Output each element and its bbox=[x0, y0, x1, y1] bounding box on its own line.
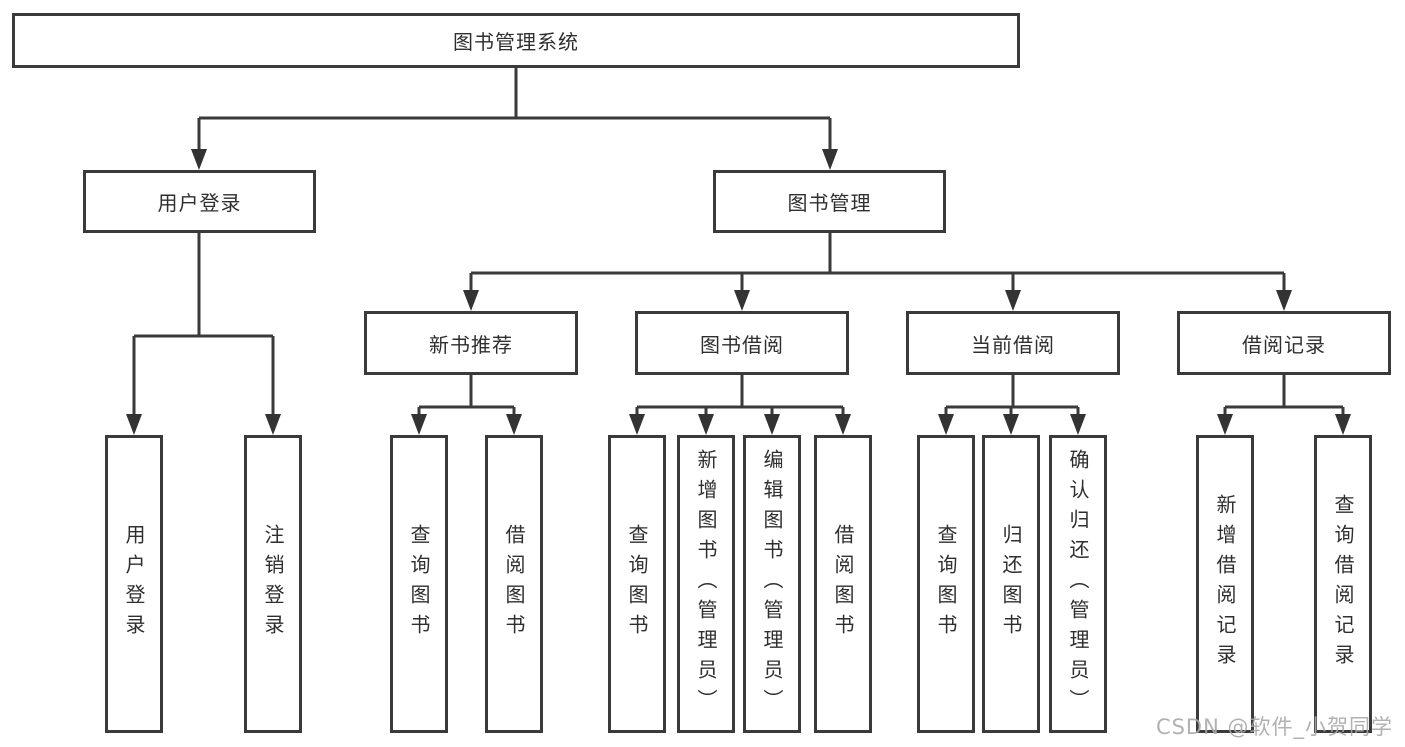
arrowheads bbox=[126, 149, 1351, 435]
leaf-user-login: 用户登录 bbox=[105, 435, 163, 733]
node-new-book-recommend: 新书推荐 bbox=[364, 311, 578, 375]
node-user-login-branch: 用户登录 bbox=[83, 170, 316, 233]
leaf-logout: 注销登录 bbox=[244, 435, 302, 733]
leaf-borrow-borrow-books: 借阅图书 bbox=[814, 435, 872, 733]
leaf-borrow-query-books: 查询图书 bbox=[608, 435, 666, 733]
leaf-records-query-record: 查询借阅记录 bbox=[1314, 435, 1372, 733]
leaf-records-add-record: 新增借阅记录 bbox=[1196, 435, 1254, 733]
leaf-current-confirm-return-admin: 确认归还（管理员） bbox=[1049, 435, 1107, 733]
leaf-newbooks-query-books: 查询图书 bbox=[390, 435, 448, 733]
leaf-borrow-edit-books-admin: 编辑图书（管理员） bbox=[743, 435, 801, 733]
leaf-borrow-add-books-admin: 新增图书（管理员） bbox=[677, 435, 735, 733]
node-book-management-branch: 图书管理 bbox=[713, 170, 946, 233]
node-root-system: 图书管理系统 bbox=[12, 13, 1020, 68]
leaf-current-return-books: 归还图书 bbox=[982, 435, 1040, 733]
csdn-watermark: CSDN @软件_小贺同学 bbox=[1155, 715, 1393, 739]
leaf-current-query-books: 查询图书 bbox=[917, 435, 975, 733]
node-borrow-records: 借阅记录 bbox=[1177, 311, 1391, 375]
node-current-borrow: 当前借阅 bbox=[906, 311, 1120, 375]
leaf-newbooks-borrow-books: 借阅图书 bbox=[485, 435, 543, 733]
node-book-borrow: 图书借阅 bbox=[635, 311, 849, 375]
